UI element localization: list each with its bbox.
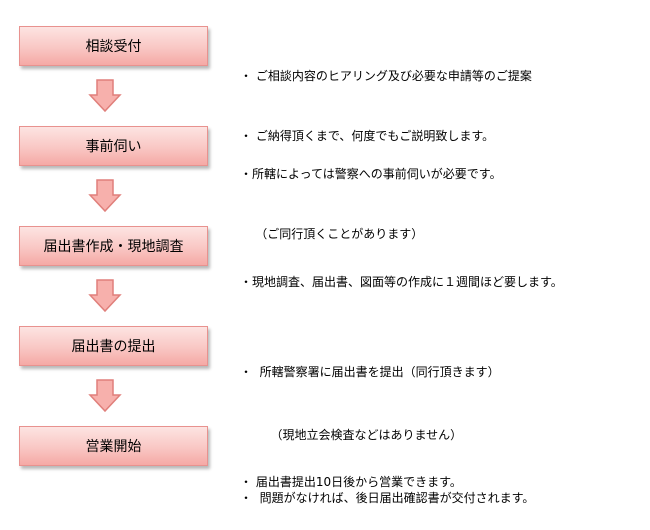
- step-box-document-preparation: 届出書作成・現地調査: [19, 226, 208, 266]
- arrow-down-icon: [88, 279, 122, 313]
- step-description-prior-inquiry: ・所轄によっては警察への事前伺いが必要です。 （ご同行頂くことがあります）: [240, 124, 502, 264]
- step-label: 営業開始: [85, 439, 142, 455]
- step-box-consultation: 相談受付: [19, 26, 208, 66]
- step-box-submission: 届出書の提出: [19, 326, 208, 366]
- step-description-document-preparation: ・現地調査、届出書、図面等の作成に１週間ほど要します。: [240, 232, 563, 312]
- step-label: 事前伺い: [85, 139, 142, 155]
- description-line: ・ 届出書提出10日後から営業できます。: [240, 475, 462, 489]
- arrow-down-icon: [88, 379, 122, 413]
- description-line: ・現地調査、届出書、図面等の作成に１週間ほど要します。: [240, 275, 563, 289]
- step-box-prior-inquiry: 事前伺い: [19, 126, 208, 166]
- step-description-consultation: ・ ご相談内容のヒアリング及び必要な申請等のご提案 ・ ご納得頂くまで、何度でも…: [240, 26, 532, 166]
- step-label: 相談受付: [85, 39, 142, 55]
- description-line: （現地立会検査などはありません）: [240, 428, 463, 442]
- description-line: ・ ご相談内容のヒアリング及び必要な申請等のご提案: [240, 69, 532, 83]
- step-label: 届出書作成・現地調査: [43, 239, 184, 255]
- description-line: （ご同行頂くことがあります）: [240, 227, 424, 241]
- arrow-down-icon: [88, 179, 122, 213]
- step-label: 届出書の提出: [71, 339, 156, 355]
- description-line: ・ ご納得頂くまで、何度でもご説明致します。: [240, 129, 495, 143]
- description-line: ・所轄によっては警察への事前伺いが必要です。: [240, 167, 502, 181]
- step-box-business-start: 営業開始: [19, 426, 208, 466]
- description-line: ・ 所轄警察署に届出書を提出（同行頂きます）: [240, 365, 500, 379]
- arrow-down-icon: [88, 79, 122, 113]
- step-description-business-start: ・ 届出書提出10日後から営業できます。: [240, 432, 462, 512]
